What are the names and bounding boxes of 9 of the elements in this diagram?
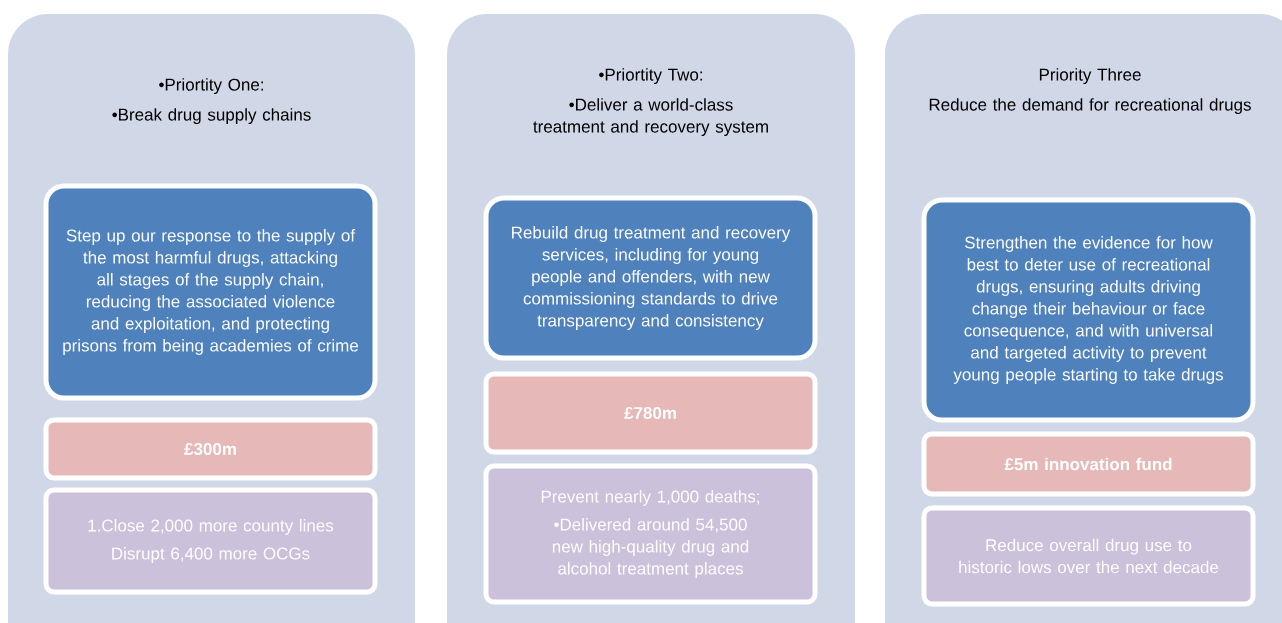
outcome-box: 1.Close 2,000 more county lines Disrupt 6,400 more OCGs <box>43 487 378 595</box>
funding-box: £5m innovation fund <box>921 431 1256 497</box>
funding-box: £300m <box>43 417 378 481</box>
strategy-box: Step up our response to the supply of the most harmful drugs, attacking all stages of the supply chain, reducing the associated violence and exploitation, and protecting prisons from being academies of crime <box>43 183 378 401</box>
strategy-box: Rebuild drug treatment and recovery services, including for young people and offenders, with new commissioning standards to drive transparency and consistency <box>483 195 818 361</box>
strategy-box: Strengthen the evidence for how best to deter use of recreational drugs, ensuring adults driving change their behaviour or face consequence, and with universal and targeted activity to prevent young people starting to take drugs <box>921 197 1256 423</box>
outcome-box: Reduce overall drug use to historic lows over the next decade <box>921 505 1256 607</box>
funding-box: £780m <box>483 371 818 455</box>
outcome-box: Prevent nearly 1,000 deaths; •Delivered around 54,500 new high-quality drug and alcohol treatment places <box>483 463 818 605</box>
